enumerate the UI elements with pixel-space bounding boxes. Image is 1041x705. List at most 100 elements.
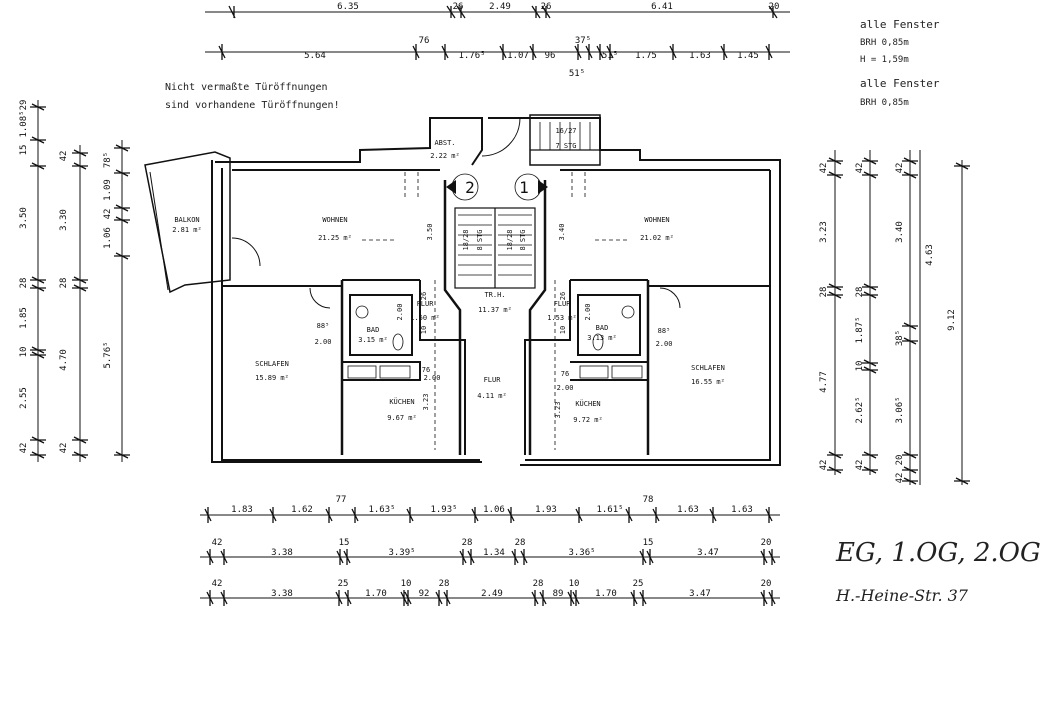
dim-bottom-row1-10: 1.63 <box>731 505 753 515</box>
dim-top-row2-2: 1.76⁵ <box>458 51 485 61</box>
inner-dim-d885b: 88⁵ <box>658 327 671 335</box>
dimension-lines-right <box>827 150 970 485</box>
inner-dim-d10a: 10 <box>420 326 428 334</box>
inner-dim-d10b: 10 <box>559 326 567 334</box>
inner-dim-w350: 3.50 <box>426 224 434 241</box>
window-brh-2: BRH 0,85m <box>860 98 909 108</box>
dim-top-row1-5: 20 <box>769 2 780 12</box>
dim-left-col1-0: 29 <box>19 100 29 111</box>
dim-left-col1-2: 15 <box>19 145 29 156</box>
dim-bottom-row2-5: 1.34 <box>483 548 505 558</box>
room-area-bad-r: 3.13 m² <box>587 334 617 342</box>
dim-right-col2-5: 42 <box>855 460 865 471</box>
inner-dim-w340: 3.40 <box>558 224 566 241</box>
dim-bottom-row2-9: 3.47 <box>697 548 719 558</box>
dim-right-col4-0: 4.63 <box>925 244 935 266</box>
room-area-trh: 11.37 m² <box>478 306 512 314</box>
window-title-1: alle Fenster <box>860 18 940 31</box>
dim-bottom-row3-14: 20 <box>761 579 772 589</box>
dim-right-col2-3: 10 <box>855 361 865 372</box>
dim-right-col1-2: 28 <box>819 287 829 298</box>
dim-left-col2-1: 3.30 <box>59 209 69 231</box>
room-name-wohnen-r: WOHNEN <box>644 216 669 224</box>
stair-treads <box>458 122 591 276</box>
dim-bottom-row3-10: 10 <box>569 579 580 589</box>
floor-levels-handwritten: EG, 1.OG, 2.OG <box>836 538 1041 568</box>
dim-left-col3-1: 1.09 <box>103 179 113 201</box>
room-area-abst: 2.22 m² <box>430 152 460 160</box>
dimension-lines-bottom <box>200 507 780 606</box>
dim-bottom-row3-11: 1.70 <box>595 589 617 599</box>
dim-right-col3-1: 3.40 <box>895 221 905 243</box>
room-area-wohnen-r: 21.02 m² <box>640 234 674 242</box>
note-line-2: sind vorhandene Türöffnungen! <box>165 100 340 111</box>
dimension-lines-left <box>30 100 130 462</box>
dim-bottom-row3-1: 3.38 <box>271 589 293 599</box>
unit-number-left: 2 <box>465 178 475 197</box>
room-name-bad-l: BAD <box>367 326 380 334</box>
dim-bottom-row1-2: 77 <box>336 495 347 505</box>
dimension-lines-top <box>205 5 790 60</box>
dim-right-col1-3: 4.77 <box>819 371 829 393</box>
inner-dim-d76a: 76 <box>422 366 430 374</box>
dim-top-row1-3: 26 <box>541 2 552 12</box>
dim-right-col3-3: 3.06⁵ <box>895 396 905 423</box>
dim-bottom-row2-4: 28 <box>462 538 473 548</box>
dim-top-row2-0: 5.64 <box>304 51 326 61</box>
dim-bottom-row2-6: 28 <box>515 538 526 548</box>
unit-markers <box>446 173 548 201</box>
dim-left-col3-2: 42 <box>103 209 113 220</box>
inner-dim-d200b: 2.00 <box>584 304 592 321</box>
stair-count-top: 7 STG <box>555 142 576 150</box>
dim-left-col1-1: 1.08⁵ <box>19 110 29 137</box>
stair-count-right: 8 STG <box>519 229 527 250</box>
dim-bottom-row1-6: 1.93 <box>535 505 557 515</box>
dim-right-col3-0: 42 <box>895 163 905 174</box>
dim-bottom-row1-9: 1.63 <box>677 505 699 515</box>
window-height-1: H = 1,59m <box>860 55 909 65</box>
dim-left-col3-3: 1.06 <box>103 227 113 249</box>
dim-top-row1-0: 6.35 <box>337 2 359 12</box>
dim-top-row2-extra: 51⁵ <box>569 69 585 79</box>
inner-dim-d200a: 2.00 <box>396 304 404 321</box>
inner-dim-d200d: 2.00 <box>656 340 673 348</box>
dim-top-row2-7: 1.75 <box>635 51 657 61</box>
dim-left-col2-3: 4.70 <box>59 349 69 371</box>
kitchen-fixtures <box>347 305 643 379</box>
inner-dim-d76b: 76 <box>561 370 569 378</box>
dim-top-row1-1: 26 <box>453 2 464 12</box>
stair-steps-left: 18/28 <box>462 229 470 250</box>
dim-bottom-row2-0: 42 <box>212 538 223 548</box>
room-area-kuchen-r: 9.72 m² <box>573 416 603 424</box>
dim-bottom-row2-3: 3.39⁵ <box>388 548 415 558</box>
dim-right-col3-5: 42 <box>895 473 905 484</box>
dim-bottom-row3-3: 1.70 <box>365 589 387 599</box>
dim-bottom-row2-8: 15 <box>643 538 654 548</box>
dim-bottom-row1-0: 1.83 <box>231 505 253 515</box>
room-area-wohnen-l: 21.25 m² <box>318 234 352 242</box>
room-name-kuchen-r: KÜCHEN <box>575 399 600 408</box>
dim-bottom-row3-9: 89 <box>553 589 564 599</box>
dim-top-row2-1: 76 <box>419 36 430 46</box>
inner-dim-d200c: 2.00 <box>315 338 332 346</box>
room-area-kuchen-l: 9.67 m² <box>387 414 417 422</box>
room-area-flur-r: 1.53 m² <box>547 314 577 322</box>
dim-top-row2-8: 1.63 <box>689 51 711 61</box>
dim-top-row2-3: 1.07 <box>507 51 529 61</box>
unit-number-right: 1 <box>519 178 529 197</box>
room-name-abst: ABST. <box>434 139 455 147</box>
dim-left-col1-3: 3.50 <box>19 207 29 229</box>
stair-count-left: 8 STG <box>476 229 484 250</box>
dim-right-col2-0: 42 <box>855 163 865 174</box>
dim-bottom-row1-5: 1.06 <box>483 505 505 515</box>
dim-top-row2-9: 1.45 <box>737 51 759 61</box>
note-line-1: Nicht vermaßte Türöffnungen <box>165 82 328 93</box>
room-name-kuchen-l: KÜCHEN <box>389 397 414 406</box>
dim-left-col1-4: 28 <box>19 278 29 289</box>
room-name-balkon: BALKON <box>174 216 199 224</box>
dim-bottom-row3-4: 10 <box>401 579 412 589</box>
dim-bottom-row2-10: 20 <box>761 538 772 548</box>
dim-top-row2-5: 37⁵ <box>575 36 591 46</box>
